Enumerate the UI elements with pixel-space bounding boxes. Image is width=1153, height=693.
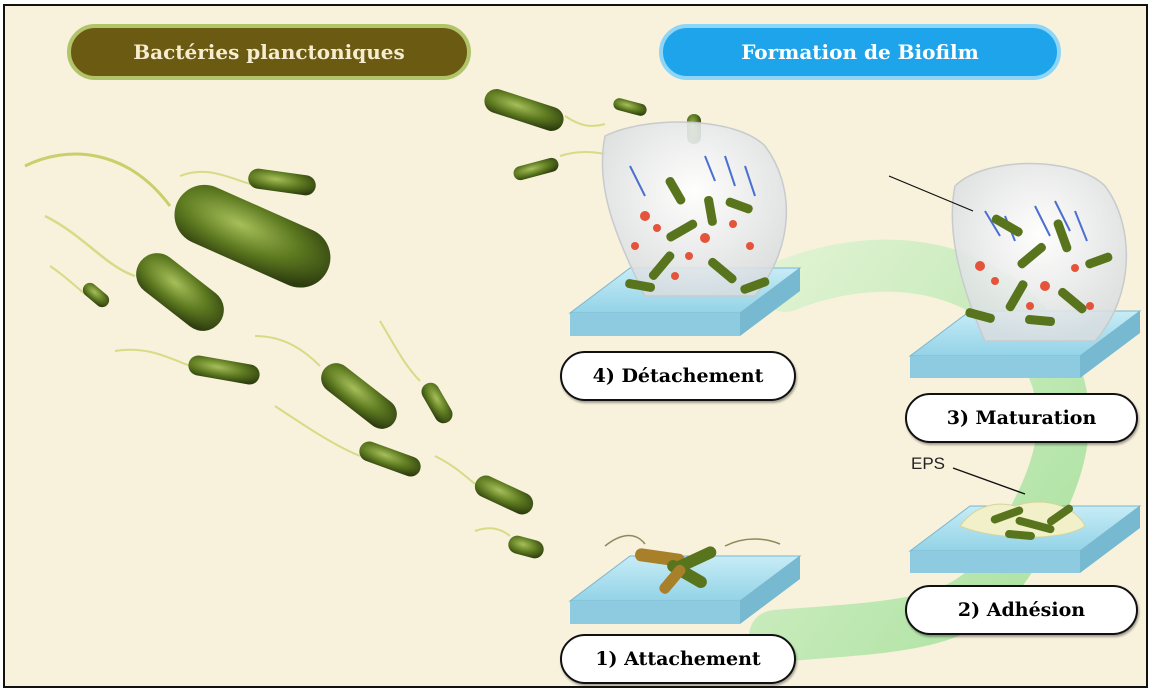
biofilm-formation-title: Formation de Biofilm (659, 24, 1061, 80)
bacterium (513, 157, 559, 181)
eps-matrix-detachment (629, 155, 756, 280)
bacterium (508, 535, 544, 559)
bacterium (82, 282, 110, 308)
eps-matrix-maturation (975, 200, 1094, 310)
planktonic-bacteria-title: Bactéries planctoniques (67, 24, 471, 80)
stage-1-illustration (568, 534, 802, 624)
stage-label-detachment: 4) Détachement (560, 351, 796, 401)
bacterium (321, 363, 397, 429)
bacterium (484, 89, 564, 131)
stage-label-adhesion: 2) Adhésion (905, 585, 1138, 635)
bacterium (613, 98, 647, 116)
bacterium-large (174, 184, 331, 288)
bacterium (248, 168, 316, 196)
eps-pointer-line (888, 175, 974, 212)
attachment-cluster (635, 546, 717, 594)
bacterium (421, 382, 453, 424)
planktonic-bacteria-group (24, 152, 544, 559)
stage-label-maturation: 3) Maturation (905, 393, 1138, 443)
bacterium (188, 355, 260, 385)
bacterium (359, 441, 421, 477)
stage-3-illustration (888, 162, 1142, 378)
bacterium (136, 253, 224, 331)
stage-4-illustration (568, 121, 802, 336)
eps-pointer-line (952, 467, 1026, 495)
biofilm-cluster-detachment (625, 176, 770, 294)
biofilm-cluster-maturation (965, 214, 1113, 326)
diagram-frame: Bactéries planctoniques Formation de Bio… (3, 4, 1148, 688)
stage-2-illustration (908, 467, 1142, 573)
eps-label: EPS (911, 454, 946, 473)
biofilm-scene (24, 89, 1142, 662)
bacterium (474, 475, 534, 515)
adhesion-cluster (990, 504, 1074, 540)
stage-label-attachment: 1) Attachement (560, 634, 796, 684)
